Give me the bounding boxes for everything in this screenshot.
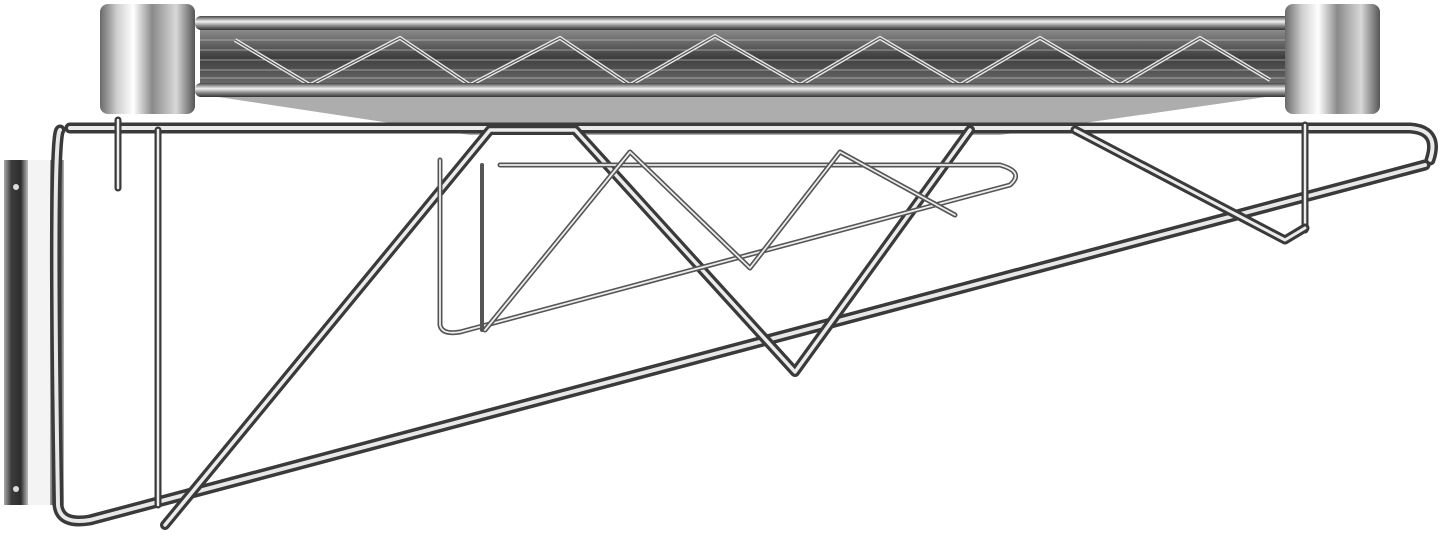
screw-hole-icon [13,486,19,492]
shelf-front-rail [195,83,1290,97]
shelf-mesh-deck [200,30,1285,135]
rear-bracket [437,149,1019,336]
left-post-sleeve [100,4,195,114]
shelf-top-rail [195,16,1290,30]
screw-hole-icon [13,184,19,190]
bracket-top-bar [64,122,1438,166]
bracket-pins [114,116,1309,509]
bracket-truss [160,125,1310,530]
right-post-sleeve [1285,4,1380,114]
bracket-diagonal-bar [49,124,1431,527]
